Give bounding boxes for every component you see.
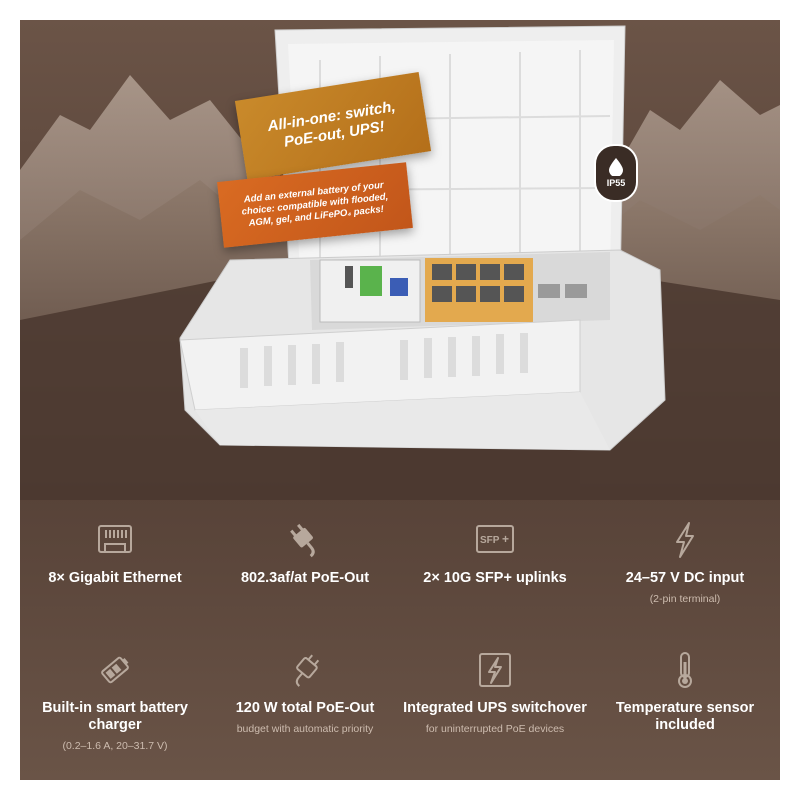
feature-grid: 8× Gigabit Ethernet 802.3af/at PoE-Out S… [20,510,780,780]
ethernet-port-icon [98,525,132,553]
feature-dc-input: 24–57 V DC input (2-pin terminal) [590,520,780,606]
feature-poe-budget: 120 W total PoE-Out budget with automati… [210,650,400,736]
power-plug-icon [290,523,315,558]
feature-ups-switchover: Integrated UPS switchover for uninterrup… [400,650,590,736]
feature-note: (0.2–1.6 A, 20–31.7 V) [62,740,168,752]
feature-note: (2-pin terminal) [649,593,721,605]
battery-charge-icon [101,656,129,684]
feature-note: budget with automatic priority [236,723,374,735]
svg-text:SFP: SFP [480,535,500,546]
feature-note: for uninterrupted PoE devices [425,723,565,735]
feature-title: 24–57 V DC input [625,570,745,586]
headline-text: All-in-one: switch, PoE-out, UPS! [266,98,397,151]
svg-text:+: + [502,532,509,546]
feature-battery-charger: Built-in smart battery charger (0.2–1.6 … [20,650,210,753]
feature-title: 2× 10G SFP+ uplinks [423,570,567,586]
feature-temperature-sensor: Temperature sensor included [590,650,780,740]
feature-poe-out: 802.3af/at PoE-Out [210,520,400,593]
feature-title: Integrated UPS switchover [403,700,587,716]
thermometer-icon [678,652,692,688]
water-drop-icon [609,158,623,176]
feature-sfp-uplinks: SFP + 2× 10G SFP+ uplinks [400,520,590,593]
ip-rating-label: IP55 [606,178,626,188]
feature-title: 8× Gigabit Ethernet [48,570,182,586]
ip-rating-badge: IP55 [594,144,638,202]
product-poster: All-in-one: switch, PoE-out, UPS! Add an… [20,20,780,780]
battery-text: Add an external battery of your choice: … [241,179,389,230]
lightning-bolt-icon [676,522,694,558]
feature-title: 120 W total PoE-Out [235,700,375,716]
feature-title: Temperature sensor included [615,700,755,733]
sfp-plus-icon: SFP + [476,525,514,553]
ups-switchover-icon [479,653,511,687]
feature-title: 802.3af/at PoE-Out [240,570,370,586]
feature-title: Built-in smart battery charger [42,700,188,733]
feature-gigabit-ethernet: 8× Gigabit Ethernet [20,520,210,593]
power-plug-outline-icon [295,654,320,687]
